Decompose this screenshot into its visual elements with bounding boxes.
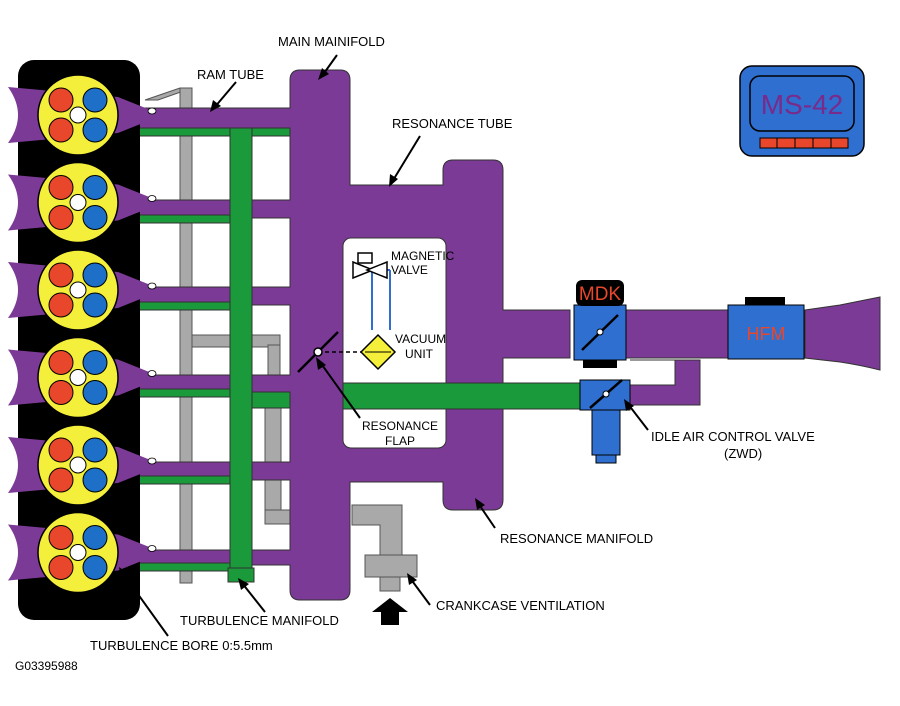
magnetic-valve-icon [357,252,373,264]
cylinder [8,161,157,244]
mdk-throttle: MDK [573,280,627,368]
hfm-label: HFM [747,324,786,344]
resonance-flap-label-2: FLAP [385,434,415,448]
cylinder [8,249,157,331]
crankcase-ventilation-label: CRANKCASE VENTILATION [436,598,605,613]
leader-arrows [119,54,649,637]
ecu-label: MS-42 [761,89,843,120]
cylinder [8,74,157,156]
turbulence-manifold-label: TURBULENCE MANIFOLD [180,613,339,628]
idle-air-label-2: (ZWD) [724,446,762,461]
resonance-flap-label-1: RESONANCE [362,419,438,433]
cylinder-group [8,74,157,594]
magnetic-valve-label-2: VALVE [391,263,428,277]
main-manifold-label: MAIN MAINIFOLD [278,34,385,49]
turbulence-manifold [117,127,581,583]
idle-air-label-1: IDLE AIR CONTROL VALVE [651,429,815,444]
resonance-tube-label: RESONANCE TUBE [392,116,513,131]
magnetic-valve-label-1: MAGNETIC [391,249,455,263]
ecu-ms42: MS-42 [739,65,865,157]
magnetic-valve-assembly [297,252,397,373]
turbulence-bore-label: TURBULENCE BORE 0:5.5mm [90,638,273,653]
cylinder [8,336,157,419]
vacuum-unit-label-1: VACUUM [395,332,446,346]
labels: MAIN MAINIFOLD RAM TUBE RESONANCE TUBE M… [15,34,815,673]
resonance-manifold-label: RESONANCE MANIFOLD [500,531,653,546]
cylinder [8,424,157,506]
ram-tube-label: RAM TUBE [197,67,264,82]
mdk-label: MDK [579,284,622,305]
cylinder [8,511,157,594]
vacuum-unit-label-2: UNIT [405,347,434,361]
idle-air-control-valve [579,379,631,464]
crankcase-arrow-icon [372,598,408,625]
figure-id-label: G03395988 [15,659,78,673]
hfm-sensor: HFM [727,297,805,360]
